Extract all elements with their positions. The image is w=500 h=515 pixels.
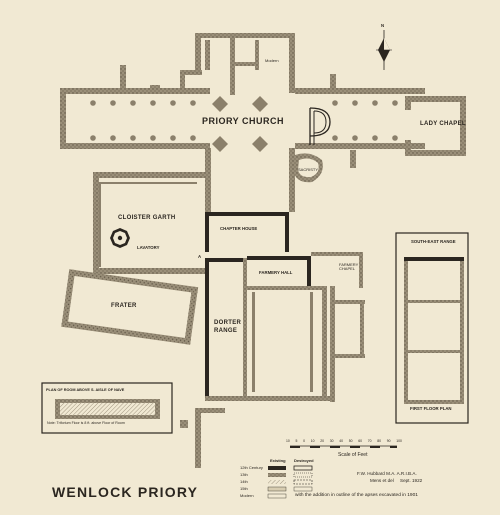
scale-tick: 90 bbox=[386, 439, 391, 443]
lavatory bbox=[110, 228, 130, 248]
label-north: N bbox=[381, 23, 385, 28]
scale-tick: 100 bbox=[396, 439, 402, 443]
legend-century-15: 15th bbox=[240, 486, 248, 491]
credit-line-left: Mens et del bbox=[370, 478, 394, 483]
scale-tick: 10 bbox=[310, 439, 315, 443]
label-dorter-range: DORTER RANGE bbox=[214, 320, 242, 335]
map-title: WENLOCK PRIORY bbox=[52, 484, 199, 500]
scale-tick: 70 bbox=[367, 439, 372, 443]
credit-author: F.W. Hubbard M.A. A.R.I.B.A. bbox=[357, 471, 417, 476]
label-modern: Modern bbox=[265, 58, 279, 63]
nave-piers bbox=[90, 100, 398, 141]
label-plan-room: PLAN OF ROOM ABOVE S. AISLE OF NAVE bbox=[46, 388, 125, 392]
scale-tick: 30 bbox=[329, 439, 334, 443]
apse-outline bbox=[309, 107, 331, 137]
cloister bbox=[93, 172, 205, 275]
apse-note: with the addition in outline of the apse… bbox=[295, 493, 418, 498]
scale-tick: 20 bbox=[320, 439, 324, 443]
label-sacristy: SACRISTY bbox=[298, 167, 319, 172]
legend-century-12: 12th Century bbox=[240, 465, 263, 470]
nave bbox=[60, 65, 210, 149]
label-chapter-house: CHAPTER HOUSE bbox=[220, 226, 258, 231]
lady-chapel bbox=[405, 96, 466, 156]
scale-tick: 60 bbox=[358, 439, 362, 443]
label-priory-church: PRIORY CHURCH bbox=[202, 116, 285, 126]
north-transept bbox=[180, 33, 295, 95]
plan-room-drawing bbox=[55, 399, 160, 419]
label-lavatory: LAVATORY bbox=[137, 245, 160, 250]
label-frater: FRATER bbox=[111, 303, 137, 309]
label-south-east-range: SOUTH-EAST RANGE bbox=[411, 239, 456, 244]
scale-tick: 10 bbox=[286, 439, 290, 443]
scale-label: Scale of Feet bbox=[338, 452, 368, 458]
label-cloister-garth: CLOISTER GARTH bbox=[118, 215, 176, 221]
scale-tick: 50 bbox=[348, 439, 353, 443]
scale-tick: 40 bbox=[339, 439, 343, 443]
plan-room-frame bbox=[41, 382, 173, 434]
legend-destroyed: Destroyed bbox=[294, 458, 314, 463]
choir bbox=[295, 74, 425, 168]
scale-tick: 80 bbox=[377, 439, 381, 443]
credit-line-right: Sept. 1922 bbox=[400, 478, 423, 483]
frater bbox=[61, 269, 199, 345]
crossing-piers bbox=[212, 96, 268, 152]
scale-tick: 5 bbox=[295, 439, 298, 443]
south-transept bbox=[205, 148, 295, 212]
label-lady-chapel: LADY CHAPEL bbox=[420, 121, 466, 127]
label-plan-room-note: Note: Triforium Floor is 8 ft. above Flo… bbox=[47, 421, 125, 425]
label-farmery-chapel: FARMERY CHAPEL bbox=[339, 262, 359, 271]
south-east-range-frame bbox=[395, 232, 469, 424]
scale-ticks: 10 5 0 10 20 30 40 50 60 70 80 90 100 bbox=[286, 439, 402, 443]
farmery-chapel bbox=[311, 252, 365, 396]
scale-bar bbox=[290, 445, 397, 448]
dorter-range bbox=[205, 258, 330, 401]
compass-icon bbox=[376, 30, 392, 70]
chapter-house bbox=[205, 212, 289, 252]
label-first-floor-plan: FIRST FLOOR PLAN bbox=[410, 406, 452, 411]
south-walls bbox=[180, 380, 335, 468]
legend-swatches bbox=[267, 465, 313, 499]
south-east-range-plan bbox=[404, 257, 464, 404]
label-point-a: A bbox=[198, 254, 202, 259]
legend-modern: Modern bbox=[240, 493, 254, 498]
sacristy bbox=[293, 153, 323, 183]
legend-existing: Existing bbox=[270, 458, 286, 463]
legend-century-13: 13th bbox=[240, 472, 248, 477]
scale-tick: 0 bbox=[303, 439, 305, 443]
legend-century-14: 14th bbox=[240, 479, 248, 484]
label-farmery-hall: FARMERY HALL bbox=[259, 270, 293, 275]
farmery-hall bbox=[247, 256, 327, 396]
